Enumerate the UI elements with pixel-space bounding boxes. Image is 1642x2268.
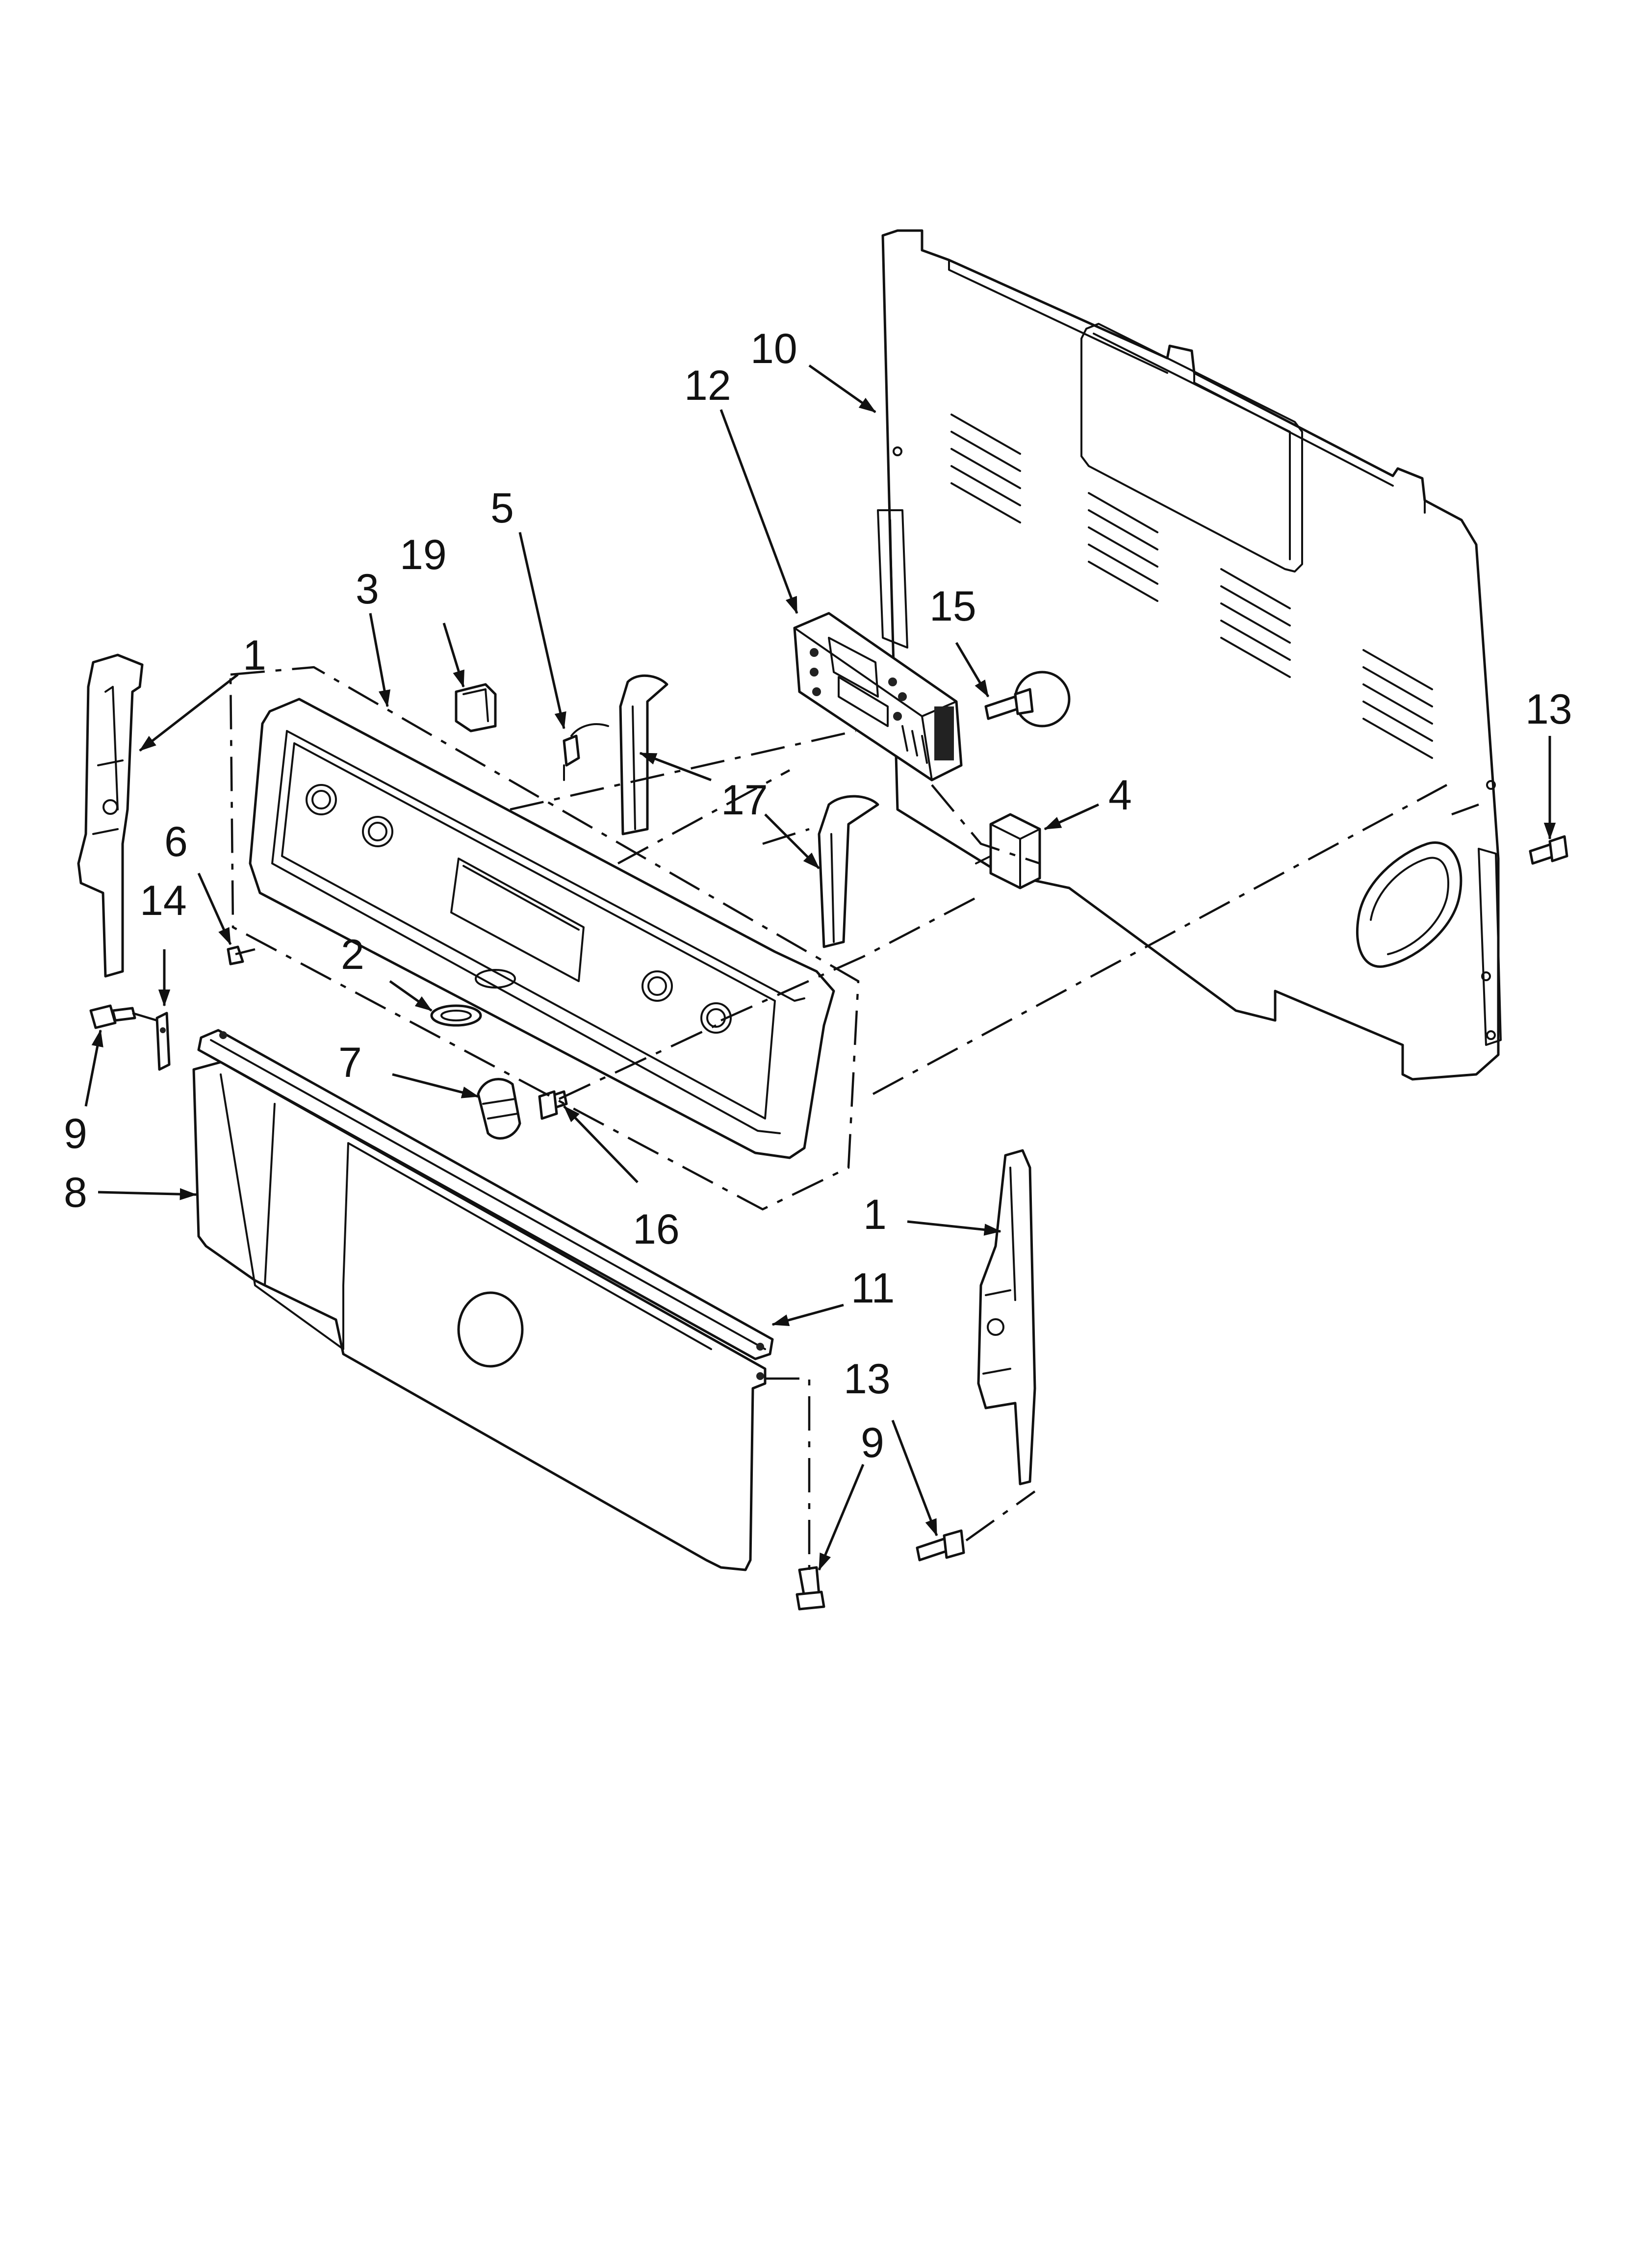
screw-13-lower xyxy=(916,1529,965,1562)
callout-9-left: 9 xyxy=(64,1110,87,1157)
plug-6 xyxy=(227,945,244,965)
front-rail xyxy=(197,1029,774,1360)
callout-labels: 1 1 2 3 4 5 6 7 8 9 9 10 11 12 13 13 14 … xyxy=(64,325,1572,1466)
callout-4: 4 xyxy=(1108,772,1132,819)
assembly-lines xyxy=(132,666,1479,1570)
lower-panel xyxy=(192,1061,767,1571)
clip-19 xyxy=(455,683,497,732)
screw-15 xyxy=(984,671,1071,728)
callout-6: 6 xyxy=(164,818,188,865)
callout-15: 15 xyxy=(929,583,976,630)
callout-10: 10 xyxy=(750,325,797,372)
callout-8: 8 xyxy=(64,1169,87,1216)
callout-3: 3 xyxy=(356,566,379,613)
callout-9-lower: 9 xyxy=(861,1419,884,1466)
rear-panel xyxy=(877,229,1502,1081)
clip-14 xyxy=(155,1012,171,1071)
leader-lines xyxy=(84,364,1556,1571)
callout-11: 11 xyxy=(851,1265,895,1312)
side-bracket-left xyxy=(77,653,144,978)
callout-1-left: 1 xyxy=(243,632,266,679)
callout-14: 14 xyxy=(140,877,187,924)
control-console xyxy=(249,698,835,1159)
screw-13-right xyxy=(1529,835,1568,865)
screw-9-left xyxy=(89,1004,136,1029)
callout-1-right: 1 xyxy=(863,1191,887,1238)
wire-harness xyxy=(563,723,609,781)
electronic-control xyxy=(793,612,963,782)
callout-12: 12 xyxy=(684,362,731,409)
callout-16: 16 xyxy=(633,1206,680,1253)
callout-13-right: 13 xyxy=(1525,686,1572,733)
callout-13-lower: 13 xyxy=(844,1356,891,1403)
oven-switch xyxy=(975,813,1041,889)
callout-2: 2 xyxy=(341,931,364,978)
screw-9-lower xyxy=(795,1566,825,1611)
callout-17: 17 xyxy=(721,777,768,824)
side-bracket-right xyxy=(977,1149,1036,1486)
screw-16 xyxy=(538,1090,568,1120)
badge-2 xyxy=(430,1004,482,1027)
callout-5: 5 xyxy=(490,485,514,532)
callout-7: 7 xyxy=(338,1039,362,1086)
knob-7 xyxy=(477,1078,521,1140)
callout-19: 19 xyxy=(400,531,447,578)
